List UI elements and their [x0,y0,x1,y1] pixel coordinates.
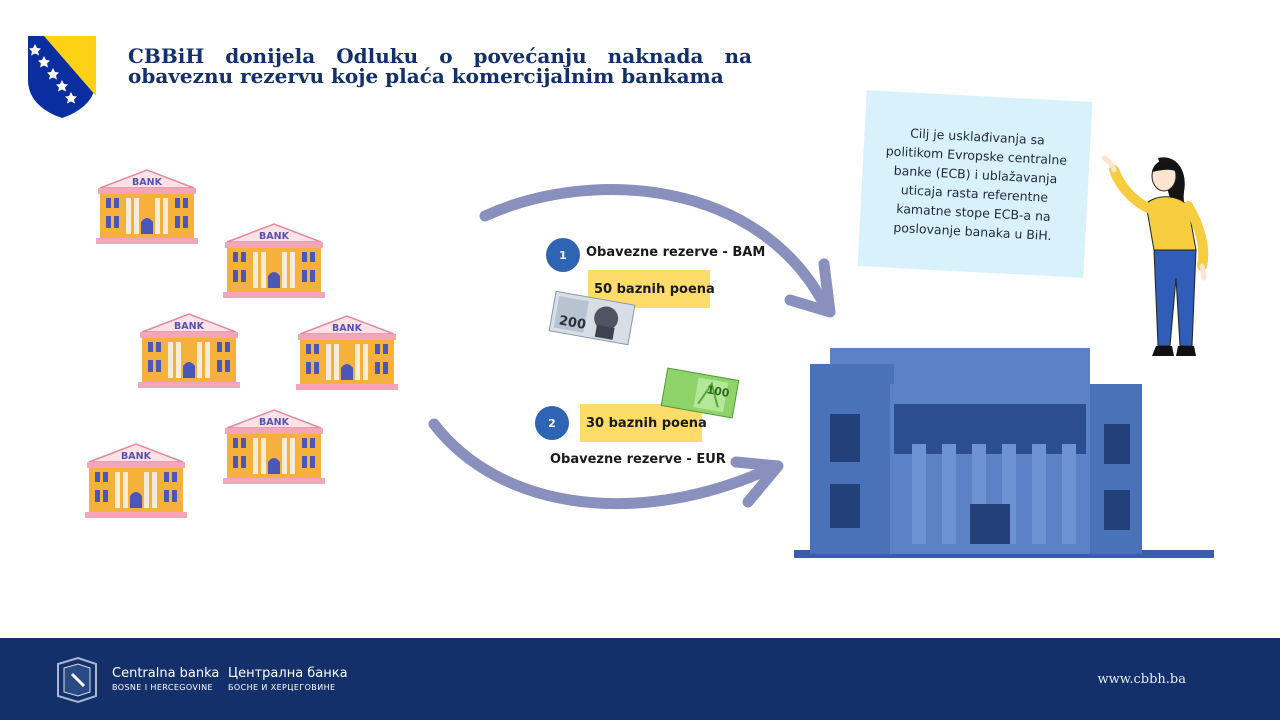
presenter-woman-icon [1101,155,1209,356]
arrow-bottom-icon [428,418,782,510]
brand-latin-line1: Centralna banka [112,666,220,681]
step-label: Obavezne rezerve - EUR [550,452,726,467]
brand-cyrillic-line2: БОСНЕ И ХЕРЦЕГОВИНЕ [228,683,336,692]
step-label: Obavezne rezerve - BAM [586,245,766,260]
eur-denomination: 100 [706,383,731,400]
points-badge: 30 baznih poena [580,404,707,442]
footer-bar: Centralna banka BOSNE I HERCEGOVINE Цент… [0,638,1280,720]
coat-of-arms-icon [28,36,96,118]
goal-note: Cilj je usklađivanja sa politikom Evrops… [857,90,1093,278]
bank-label: BANK [332,323,363,334]
brand-cyrillic-line1: Централна банка [228,666,348,681]
commercial-bank-icon: BANK [96,168,198,246]
brand-latin: Centralna banka BOSNE I HERCEGOVINE [112,666,219,694]
central-bank-building-icon [794,348,1214,558]
bank-label: BANK [259,231,290,242]
step-number-badge: 1 [546,238,580,272]
commercial-bank-icon: BANK [296,314,398,392]
goal-note-text: Cilj je usklađivanja sa politikom Evrops… [885,125,1068,244]
bank-label: BANK [174,321,205,332]
step-number-badge: 2 [535,406,569,440]
arrow-top-icon [479,184,832,314]
commercial-bank-icon: BANK [85,442,187,520]
bank-label: BANK [259,417,290,428]
cbbh-logo-icon [57,656,97,704]
bam-denomination: 200 [558,313,587,332]
bam-banknote-icon: 200 [548,290,636,346]
commercial-bank-icon: BANK [223,408,325,486]
bank-label: BANK [132,177,163,188]
commercial-bank-icon: BANK [223,222,325,300]
brand-cyrillic: Централна банка БОСНЕ И ХЕРЦЕГОВИНЕ [228,666,348,694]
bank-label: BANK [121,451,152,462]
website-link[interactable]: www.cbbh.ba [1097,672,1186,687]
page-title: CBBiH donijela Odluku o povećanju naknad… [128,44,752,88]
eur-banknote-icon: 100 [660,367,740,419]
brand-latin-line2: BOSNE I HERCEGOVINE [112,683,213,692]
commercial-bank-icon: BANK [138,312,240,390]
